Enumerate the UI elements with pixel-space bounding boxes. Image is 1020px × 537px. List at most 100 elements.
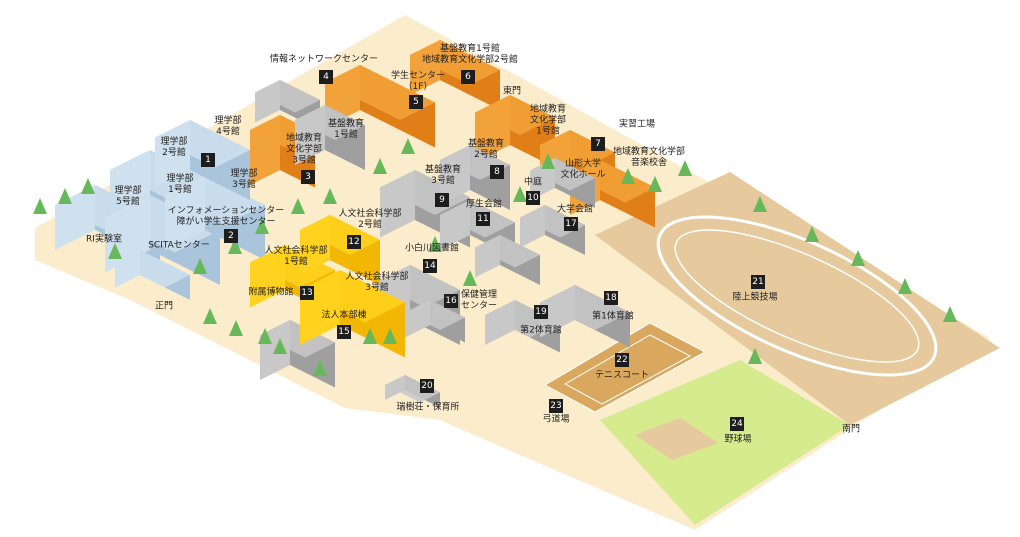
building-number-marker[interactable]: 5 (409, 95, 423, 109)
building-label[interactable]: 人文社会科学部 3号館 (345, 272, 409, 293)
building-label[interactable]: テニスコート (594, 370, 650, 381)
building-label[interactable]: 基盤教育1号館 地域教育文化学部2号館 (422, 44, 518, 65)
building-number-marker[interactable]: 18 (604, 291, 618, 305)
building-label[interactable]: 地域教育文化学部 音楽校舎 (612, 147, 686, 168)
building-label[interactable]: 保健管理 センター (460, 290, 498, 311)
building-roof (260, 320, 335, 358)
building-roof (325, 65, 435, 120)
tree (258, 328, 272, 344)
tree (943, 306, 957, 322)
building-label[interactable]: 人文社会科学部 1号館 (264, 246, 328, 267)
building-number-marker[interactable]: 14 (423, 259, 437, 273)
building-roof (250, 245, 335, 288)
building-roof (385, 375, 440, 403)
tree (291, 198, 305, 214)
building-number-marker[interactable]: 7 (591, 137, 605, 151)
tree (203, 308, 217, 324)
tree (541, 153, 555, 169)
building-label[interactable]: 東門 (502, 86, 522, 97)
tree (228, 238, 242, 254)
building-label[interactable]: 情報ネットワークセンター (269, 54, 379, 65)
building-label[interactable]: 陸上競技場 (732, 292, 778, 303)
building-number-marker[interactable]: 21 (751, 275, 765, 289)
building-number-marker[interactable]: 24 (730, 417, 744, 431)
building-number-marker[interactable]: 10 (526, 191, 540, 205)
building-number-marker[interactable]: 4 (319, 70, 333, 84)
building-number-marker[interactable]: 23 (549, 399, 563, 413)
building-label[interactable]: 学生センター （1F） (390, 71, 446, 92)
building-roof (375, 265, 460, 308)
building-number-marker[interactable]: 16 (444, 294, 458, 308)
building-label[interactable]: 基盤教育 1号館 (327, 119, 365, 140)
building-label[interactable]: 瑞樹荘・保育所 (396, 402, 460, 413)
building-number-marker[interactable]: 8 (490, 165, 504, 179)
building-label[interactable]: 実習工場 (618, 119, 656, 130)
building-label[interactable]: インフォメーションセンター 障がい学生支援センター (167, 206, 285, 227)
building-label[interactable]: 理学部 3号館 (230, 169, 258, 190)
building-label[interactable]: 大学会館 (556, 204, 594, 215)
athletic-field (595, 172, 1000, 425)
tree (513, 186, 527, 202)
tree (753, 196, 767, 212)
building-roof (540, 285, 630, 330)
trees (33, 138, 957, 376)
building-number-marker[interactable]: 17 (564, 217, 578, 231)
building-label[interactable]: 第1体育館 (592, 311, 634, 322)
tree (273, 338, 287, 354)
tree (58, 188, 72, 204)
building-roof (115, 250, 190, 288)
building-roof (300, 270, 405, 323)
tree (428, 236, 442, 252)
building-label[interactable]: 野球場 (724, 434, 752, 445)
tree (648, 176, 662, 192)
building-number-marker[interactable]: 20 (420, 379, 434, 393)
building-label[interactable]: 基盤教育 3号館 (424, 165, 462, 186)
building-label[interactable]: 地域教育 文化学部 3号館 (285, 133, 323, 166)
tree (463, 270, 477, 286)
baseball-field (600, 360, 850, 525)
building-number-marker[interactable]: 1 (201, 153, 215, 167)
building-label[interactable]: RI実験室 (86, 234, 122, 245)
building-roof (475, 95, 555, 135)
building-label[interactable]: 南門 (841, 424, 861, 435)
tennis-court-lines (563, 334, 692, 405)
building-number-marker[interactable]: 11 (476, 212, 490, 226)
building-label[interactable]: 第2体育館 (520, 325, 562, 336)
building-label[interactable]: 理学部 4号館 (214, 116, 242, 137)
building-label[interactable]: 理学部 5号館 (114, 186, 142, 207)
building-number-marker[interactable]: 6 (461, 70, 475, 84)
building-roof (475, 235, 540, 268)
building-label[interactable]: 法人本部棟 (321, 310, 367, 321)
building-number-marker[interactable]: 2 (224, 229, 238, 243)
building-label[interactable]: 小白川図書館 (404, 243, 460, 254)
building-label[interactable]: 正門 (154, 301, 174, 312)
tree (851, 250, 865, 266)
building-number-marker[interactable]: 3 (301, 170, 315, 184)
tree (621, 168, 635, 184)
tree (748, 348, 762, 364)
building-label[interactable]: 弓道場 (542, 414, 570, 425)
building-label[interactable]: 理学部 1号館 (166, 174, 194, 195)
tree (363, 328, 377, 344)
tree (33, 198, 47, 214)
building-number-marker[interactable]: 12 (347, 235, 361, 249)
baseball-diamond (635, 418, 718, 460)
building-label[interactable]: 理学部 2号館 (160, 137, 188, 158)
building-label[interactable]: 基盤教育 2号館 (467, 139, 505, 160)
building-number-marker[interactable]: 19 (534, 305, 548, 319)
building-label[interactable]: 人文社会科学部 2号館 (338, 209, 402, 230)
building-label[interactable]: SCITAセンター (148, 240, 210, 251)
building-number-marker[interactable]: 15 (337, 325, 351, 339)
building-number-marker[interactable]: 22 (615, 353, 629, 367)
building-roof (295, 105, 365, 140)
building-label[interactable]: 附属博物館 (248, 287, 294, 298)
running-track-inner (674, 229, 920, 363)
building-label[interactable]: 地域教育 文化学部 1号館 (529, 104, 567, 137)
building-label[interactable]: 厚生会館 (465, 199, 503, 210)
building-label[interactable]: 中庭 (523, 177, 543, 188)
building-number-marker[interactable]: 9 (435, 193, 449, 207)
building-roof (165, 175, 265, 225)
building-label[interactable]: 山形大学 文化ホール (560, 159, 606, 180)
building-number-marker[interactable]: 13 (300, 286, 314, 300)
